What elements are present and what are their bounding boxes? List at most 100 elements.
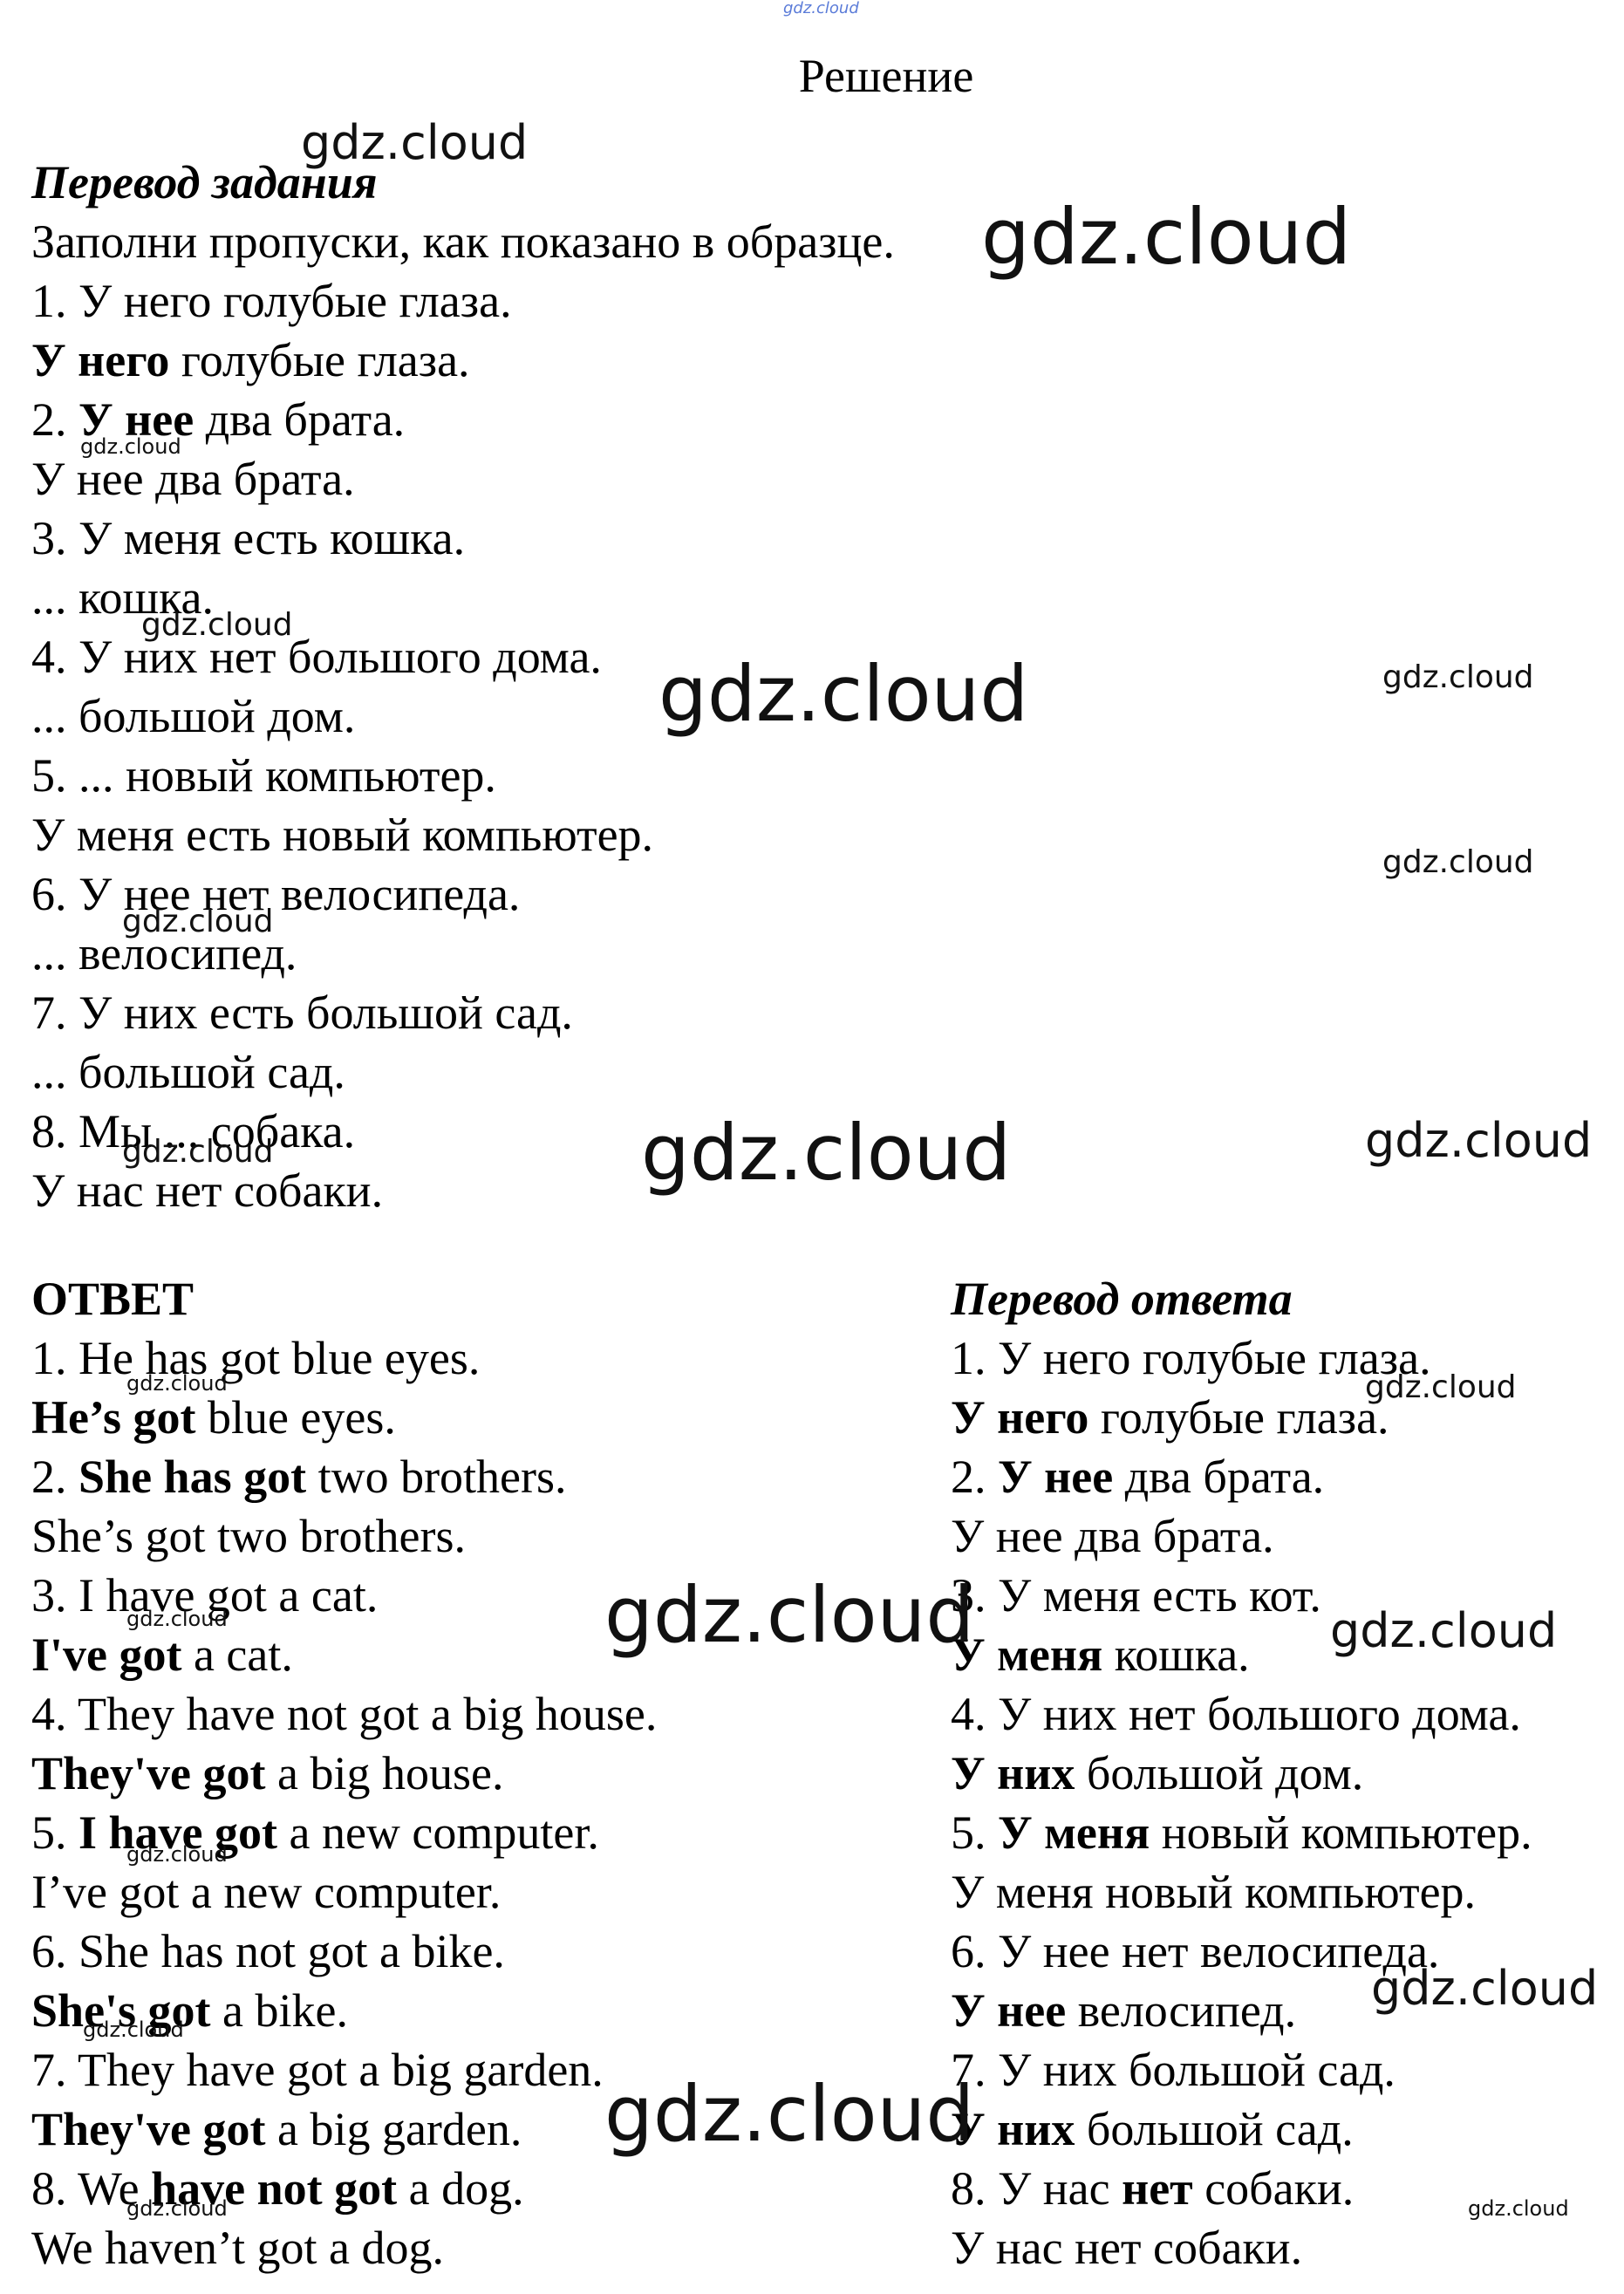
watermark: gdz.cloud <box>1468 2196 1569 2221</box>
text: 6. У нее нет велосипеда. <box>951 1925 1440 1977</box>
bold-text: нет <box>1122 2162 1193 2215</box>
watermark: gdz.cloud <box>126 1371 228 1396</box>
text: 3. У меня есть кошка. <box>31 512 466 564</box>
text: ... большой сад. <box>31 1046 345 1098</box>
text-line: 4. У них нет большого дома. <box>951 1684 1521 1744</box>
watermark: gdz.cloud <box>1365 1369 1517 1405</box>
watermark: gdz.cloud <box>126 1607 228 1631</box>
watermark: gdz.cloud <box>1365 1113 1593 1168</box>
text-line: 2. She has got two brothers. <box>31 1447 567 1506</box>
text-line: 8. Мы ... собака. <box>31 1102 355 1161</box>
watermark: gdz.cloud <box>641 1108 1012 1198</box>
text: кошка. <box>1102 1628 1250 1681</box>
watermark: gdz.cloud <box>122 904 274 939</box>
watermark: gdz.cloud <box>658 649 1029 739</box>
text-line: I've got a cat. <box>31 1625 293 1684</box>
text-line: They've got a big house. <box>31 1744 503 1803</box>
text-line: 8. We have not got a dog. <box>31 2159 524 2218</box>
text: 7. У них большой сад. <box>951 2044 1395 2096</box>
watermark: gdz.cloud <box>1371 1961 1599 2016</box>
text: 3. I have got a cat. <box>31 1569 379 1622</box>
text-line: ... кошка. <box>31 568 214 627</box>
text: 5. <box>31 1806 78 1859</box>
text-line: She’s got two brothers. <box>31 1506 466 1566</box>
text-line: 5. I have got a new computer. <box>31 1803 599 1862</box>
text: blue eyes. <box>195 1391 396 1444</box>
text: 5. ... новый компьютер. <box>31 749 496 802</box>
text: голубые глаза. <box>169 334 470 386</box>
text-line: У меня есть новый компьютер. <box>31 805 653 864</box>
text: 6. She has not got a bike. <box>31 1925 505 1977</box>
text: a cat. <box>181 1628 293 1681</box>
text-line: У них большой дом. <box>951 1744 1363 1803</box>
text: голубые глаза. <box>1088 1391 1389 1444</box>
text-line: 5. ... новый компьютер. <box>31 746 496 805</box>
bold-text: У него <box>31 334 170 386</box>
watermark: gdz.cloud <box>981 192 1352 282</box>
bold-text: have not got <box>151 2162 398 2215</box>
bold-text: У них <box>951 1747 1075 1799</box>
watermark: gdz.cloud <box>126 2196 228 2221</box>
text: 3. У меня есть кот. <box>951 1569 1321 1622</box>
text: 2. <box>31 393 78 446</box>
text: новый компьютер. <box>1150 1806 1532 1859</box>
watermark: gdz.cloud <box>1382 659 1534 695</box>
bold-text: У него <box>951 1391 1089 1444</box>
bold-text: She's got <box>31 1984 211 2037</box>
text-line: У них большой сад. <box>951 2099 1354 2159</box>
text-line: ... велосипед. <box>31 924 297 983</box>
text: a big house. <box>265 1747 504 1799</box>
text-line: 6. У нее нет велосипеда. <box>31 864 520 924</box>
text: We haven’t got a dog. <box>31 2222 445 2274</box>
text-line: У меня новый компьютер. <box>951 1862 1476 1922</box>
bold-text: У них <box>951 2103 1075 2155</box>
text-line: He’s got blue eyes. <box>31 1388 396 1447</box>
answer-heading: ОТВЕТ <box>31 1273 194 1325</box>
text: У меня новый компьютер. <box>951 1866 1477 1918</box>
watermark: gdz.cloud <box>1330 1603 1558 1658</box>
text-line: 2. У нее два брата. <box>31 390 405 449</box>
watermark: gdz.cloud <box>126 1842 228 1867</box>
text: 5. <box>951 1806 998 1859</box>
answer-translation-heading: Перевод ответа <box>951 1273 1293 1325</box>
bold-text: У меня <box>998 1806 1150 1859</box>
watermark: gdz.cloud <box>604 1570 975 1660</box>
text: 8. У нас <box>951 2162 1122 2215</box>
text: 1. У него голубые глаза. <box>951 1332 1431 1384</box>
bold-text: She has got <box>78 1451 307 1503</box>
text-line: 6. She has not got a bike. <box>31 1922 505 1981</box>
text: У нее два брата. <box>31 453 355 505</box>
bold-text: I've got <box>31 1628 182 1681</box>
watermark: gdz.cloud <box>141 607 293 643</box>
text-line: I’ve got a new computer. <box>31 1862 501 1922</box>
task-heading: Перевод задания <box>31 156 378 208</box>
watermark: gdz.cloud <box>604 2069 975 2159</box>
text: 4. У них нет большого дома. <box>951 1688 1521 1740</box>
text: 4. They have not got a big house. <box>31 1688 658 1740</box>
text-line: У нее два брата. <box>31 449 355 509</box>
text: a dog. <box>397 2162 524 2215</box>
text: ... большой дом. <box>31 690 356 742</box>
bold-text: They've got <box>31 2103 266 2155</box>
text-line: 7. У них большой сад. <box>951 2040 1395 2099</box>
text: 4. У них нет большого дома. <box>31 631 602 683</box>
watermark: gdz.cloud <box>122 1134 274 1170</box>
text: большой сад. <box>1075 2103 1354 2155</box>
text: У нас нет собаки. <box>951 2222 1303 2274</box>
text-line: ... большой сад. <box>31 1042 345 1102</box>
bold-text: I have got <box>78 1806 277 1859</box>
text-line: У нее два брата. <box>951 1506 1274 1566</box>
text: У нас нет собаки. <box>31 1164 384 1217</box>
text: a big garden. <box>265 2103 522 2155</box>
task-instruction: Заполни пропуски, как показано в образце… <box>31 215 895 268</box>
page-title: Решение <box>798 50 974 102</box>
text: ... велосипед. <box>31 927 297 980</box>
text: 1. У него голубые глаза. <box>31 275 512 327</box>
text-line: У нее велосипед. <box>951 1981 1296 2040</box>
text: 8. We <box>31 2162 152 2215</box>
text: два брата. <box>194 393 406 446</box>
text-line: У него голубые глаза. <box>31 331 470 390</box>
text: собаки. <box>1192 2162 1354 2215</box>
text: 7. У них есть большой сад. <box>31 987 573 1039</box>
